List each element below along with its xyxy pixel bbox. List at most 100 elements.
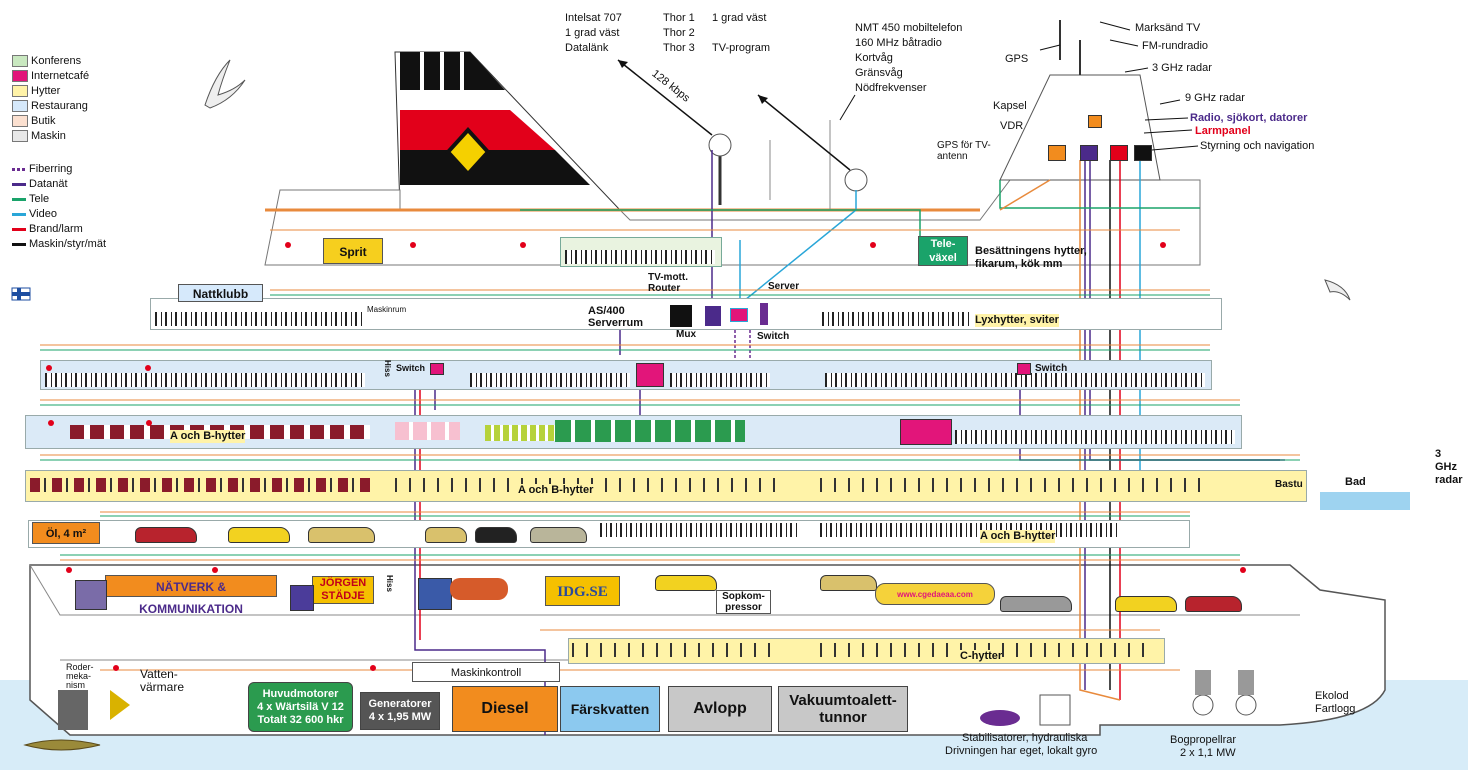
generators: Generatorer 4 x 1,95 MW — [360, 692, 440, 730]
tanker-truck: www.cgedaeaa.com — [875, 583, 995, 605]
ab-cabins-label-2: A och B-hytter — [518, 484, 594, 497]
car-sand-3 — [820, 575, 877, 591]
mast-tv: Marksänd TV — [1135, 22, 1201, 34]
mast-steering: Styrning och navigation — [1200, 140, 1315, 152]
alarm-dot — [1160, 242, 1166, 248]
legend-butik: Butik — [12, 115, 55, 127]
mux-label: Mux — [676, 329, 696, 340]
mux-device — [705, 306, 721, 326]
sauna-label: Bastu — [1275, 479, 1303, 490]
bow-thrusters-2: 2 x 1,1 MW — [1180, 747, 1236, 759]
alarm-dot — [46, 365, 52, 371]
sewage-tank: Avlopp — [668, 686, 772, 732]
elevator-vehicle: Hiss — [385, 575, 394, 592]
alarm-dot — [1240, 567, 1246, 573]
mast-gps-tv: GPS för TV-antenn — [937, 140, 991, 162]
car-sand-2 — [425, 527, 467, 543]
deck3-cabins-c — [670, 373, 770, 387]
deck5-cabins-a — [30, 478, 370, 492]
car-red-1 — [135, 527, 197, 543]
deck3-cabins-d — [825, 373, 1205, 387]
intelsat-pos: 1 grad väst — [565, 27, 620, 39]
as400-server — [670, 305, 692, 327]
mast-capsule: Kapsel — [993, 100, 1027, 112]
alarm-dot — [212, 567, 218, 573]
telephone-exchange: Tele-växel — [918, 236, 968, 266]
engine-control: Maskinkontroll — [412, 662, 560, 682]
beer-storage: Öl, 4 m² — [32, 522, 100, 544]
alarm-dot — [410, 242, 416, 248]
truck-cab-2 — [290, 585, 314, 611]
radio-emergency: Nödfrekvenser — [855, 82, 927, 94]
elevator-3: Hiss — [383, 360, 392, 377]
freshwater-tank: Färskvatten — [560, 686, 660, 732]
cafe-tables — [395, 422, 460, 440]
car-yellow-2 — [655, 575, 717, 591]
steering-box — [1134, 145, 1152, 161]
conference-seats — [565, 250, 715, 264]
alarm-dot — [370, 665, 376, 671]
deck3-cabins-a — [45, 373, 365, 387]
switch-label-3b: Switch — [1035, 363, 1068, 374]
router-device — [730, 308, 748, 322]
truck-trailer-2: JÖRGEN STÄDJE — [312, 576, 374, 604]
mast-alarm: Larmpanel — [1195, 125, 1251, 137]
internetcafe-4 — [900, 419, 952, 445]
switch-label-3a: Switch — [396, 363, 426, 373]
thor2-label: Thor 2 — [663, 27, 695, 39]
car-yellow-3 — [1115, 596, 1177, 612]
legend-restaurang: Restaurang — [12, 100, 88, 112]
mast-vdr: VDR — [1000, 120, 1024, 132]
deck3-cabins-b — [470, 373, 630, 387]
car-yellow-1 — [228, 527, 290, 543]
server-device — [760, 303, 768, 325]
bath-label: Bad — [1345, 476, 1366, 488]
suites-label: Lyxhytter, sviter — [975, 314, 1059, 327]
car-red-2 — [1185, 596, 1242, 612]
bar-bottles — [485, 425, 555, 441]
bow-thrusters-1: Bogpropellrar — [1170, 734, 1237, 746]
deck5-cabins-c — [820, 478, 1200, 492]
server-label: Server — [768, 281, 800, 292]
alarm-dot — [48, 420, 54, 426]
c-cabins-label: C-hytter — [960, 650, 1003, 663]
car-grey-2 — [1000, 596, 1072, 612]
ab-cabins-label-3: A och B-hytter — [980, 530, 1056, 543]
car-grey-1 — [530, 527, 587, 543]
deck4-cabins-b — [955, 430, 1235, 444]
intelsat-use: Datalänk — [565, 42, 609, 54]
echo-sounder: Ekolod — [1315, 690, 1349, 702]
car-sand-1 — [308, 527, 375, 543]
thor3-label: Thor 3 — [663, 42, 695, 54]
mast-fm: FM-rundradio — [1142, 40, 1209, 52]
alarm-box — [1110, 145, 1128, 161]
bird-left — [204, 59, 246, 109]
truck-cab-1 — [75, 580, 107, 610]
main-engines: Huvudmotorer 4 x Wärtsilä V 12 Totalt 32… — [248, 682, 353, 732]
alarm-dot — [870, 242, 876, 248]
as400-label: AS/400 Serverrum — [588, 305, 644, 329]
deck2-cabins-right — [822, 312, 972, 326]
alarm-dot — [146, 420, 152, 426]
speed-log: Fartlogg — [1315, 703, 1356, 715]
radio-boat: 160 MHz båtradio — [855, 37, 942, 49]
internetcafe-3 — [636, 363, 664, 387]
vdr-box — [1048, 145, 1066, 161]
radio-box — [1080, 145, 1098, 161]
legend-konferens: Konferens — [12, 55, 81, 67]
mast-gps: GPS — [1005, 53, 1029, 65]
computer-desks — [555, 420, 745, 442]
car-deck-cabins-b — [820, 523, 1120, 537]
stabilizers-1: Stabilisatorer, hydrauliska — [962, 732, 1088, 744]
sprit-shop: Sprit — [323, 238, 383, 264]
switch-device-3a — [430, 363, 444, 375]
water-heater-label: Vatten-värmare — [140, 667, 185, 694]
alarm-dot — [285, 242, 291, 248]
car-old — [475, 527, 517, 543]
mast-radar9: 9 GHz radar — [1185, 92, 1245, 104]
c-cabins-a — [572, 643, 772, 657]
deck2-cabins-left — [155, 312, 365, 326]
rudder-label: Roder-meka-nism — [66, 662, 94, 690]
mast-radar3: 3 GHz radar — [1152, 62, 1212, 74]
vacuum-tanks: Vakuumtoalett-tunnor — [778, 686, 908, 732]
